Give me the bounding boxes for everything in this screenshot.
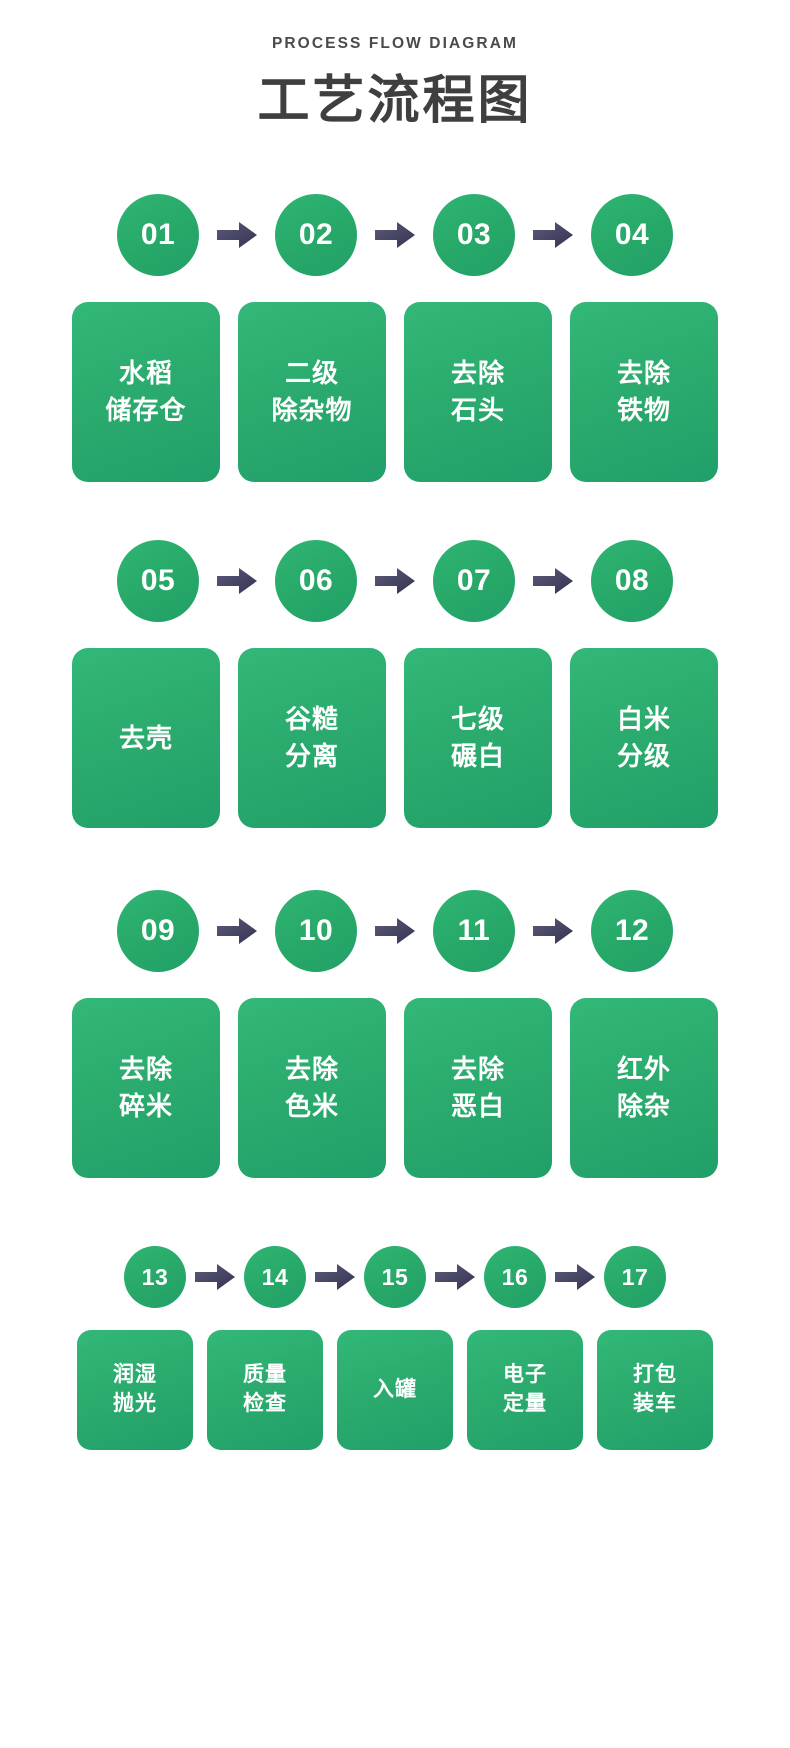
arrow-right-icon [546, 1262, 604, 1292]
stage-card-line: 润湿 [113, 1363, 157, 1387]
stage-card-line: 去除 [616, 358, 671, 389]
arrow-right-icon [306, 1262, 364, 1292]
stage-card[interactable]: 去除色米 [238, 998, 386, 1179]
step-number-badge[interactable]: 13 [124, 1246, 186, 1309]
page-title: 工艺流程图 [257, 71, 533, 130]
stage-card[interactable]: 水稻储存仓 [72, 302, 220, 483]
arrow-right-icon [199, 916, 275, 946]
arrow-right-icon [357, 916, 433, 946]
step-number-badge[interactable]: 07 [433, 540, 515, 623]
step-number-badge[interactable]: 16 [484, 1246, 546, 1309]
stage-card-line: 分级 [616, 741, 671, 772]
stage-card-line: 打包 [633, 1363, 677, 1387]
stage-card[interactable]: 二级除杂物 [238, 302, 386, 483]
stage-card[interactable]: 入罐 [337, 1330, 453, 1451]
stage-card[interactable]: 电子定量 [467, 1330, 583, 1451]
stage-card-line: 去除 [118, 1054, 173, 1085]
stage-card-line: 去壳 [118, 722, 173, 753]
stage-card-line: 去除 [284, 1054, 339, 1085]
stage-card-line: 碎米 [118, 1091, 173, 1122]
stage-card-line: 入罐 [373, 1377, 417, 1401]
step-number-badge[interactable]: 14 [244, 1246, 306, 1309]
stage-card[interactable]: 润湿抛光 [77, 1330, 193, 1451]
stage-card-line: 抛光 [113, 1392, 157, 1416]
stage-card-row-1: 水稻储存仓二级除杂物去除石头去除铁物 [0, 302, 790, 483]
step-number-badge[interactable]: 03 [433, 194, 515, 277]
page-eyebrow: PROCESS FLOW DIAGRAM [271, 35, 519, 52]
step-number-badge[interactable]: 06 [275, 540, 357, 623]
stage-card-row-2: 去壳谷糙分离七级碾白白米分级 [0, 648, 790, 829]
stage-card-line: 除杂物 [271, 395, 353, 426]
step-number-badge[interactable]: 11 [433, 890, 515, 973]
stage-card-line: 恶白 [450, 1091, 505, 1122]
stage-card-line: 红外 [616, 1054, 671, 1085]
arrow-right-icon [199, 566, 275, 596]
stage-card-line: 去除 [450, 1054, 505, 1085]
arrow-right-icon [515, 916, 591, 946]
step-number-badge[interactable]: 12 [591, 890, 673, 973]
stage-card[interactable]: 去壳 [72, 648, 220, 829]
arrow-right-icon [515, 566, 591, 596]
stage-card-line: 储存仓 [105, 395, 187, 426]
stage-card-line: 碾白 [450, 741, 505, 772]
arrow-right-icon [199, 220, 275, 250]
stage-card-line: 铁物 [616, 395, 671, 426]
stage-card-line: 去除 [450, 358, 505, 389]
arrow-right-icon [357, 566, 433, 596]
step-number-badge[interactable]: 01 [117, 194, 199, 277]
step-number-badge[interactable]: 15 [364, 1246, 426, 1309]
step-number-badge[interactable]: 02 [275, 194, 357, 277]
stage-card-line: 色米 [284, 1091, 339, 1122]
stage-card-line: 谷糙 [284, 704, 339, 735]
stage-card[interactable]: 质量检查 [207, 1330, 323, 1451]
stage-card-line: 检查 [243, 1392, 287, 1416]
stage-card-row-4: 润湿抛光质量检查入罐电子定量打包装车 [0, 1330, 790, 1451]
step-number-badge[interactable]: 05 [117, 540, 199, 623]
step-number-badge[interactable]: 08 [591, 540, 673, 623]
step-number-row-2: 05 06 07 08 [0, 540, 790, 623]
stage-card-line: 石头 [450, 395, 505, 426]
stage-card[interactable]: 打包装车 [597, 1330, 713, 1451]
stage-card-row-3: 去除碎米去除色米去除恶白红外除杂 [0, 998, 790, 1179]
stage-card[interactable]: 去除恶白 [404, 998, 552, 1179]
step-number-badge[interactable]: 04 [591, 194, 673, 277]
step-number-badge[interactable]: 17 [604, 1246, 666, 1309]
stage-card[interactable]: 去除石头 [404, 302, 552, 483]
stage-card[interactable]: 七级碾白 [404, 648, 552, 829]
stage-card[interactable]: 谷糙分离 [238, 648, 386, 829]
arrow-right-icon [186, 1262, 244, 1292]
stage-card-line: 电子 [503, 1363, 547, 1387]
stage-card[interactable]: 去除碎米 [72, 998, 220, 1179]
stage-card-line: 装车 [633, 1392, 677, 1416]
stage-card-line: 分离 [284, 741, 339, 772]
stage-card-line: 除杂 [616, 1091, 671, 1122]
step-number-row-1: 01 02 03 04 [0, 194, 790, 277]
stage-card[interactable]: 去除铁物 [570, 302, 718, 483]
arrow-right-icon [515, 220, 591, 250]
arrow-right-icon [357, 220, 433, 250]
stage-card-line: 白米 [616, 704, 671, 735]
stage-card-line: 定量 [503, 1392, 547, 1416]
arrow-right-icon [426, 1262, 484, 1292]
step-number-badge[interactable]: 09 [117, 890, 199, 973]
stage-card-line: 质量 [243, 1363, 287, 1387]
step-number-badge[interactable]: 10 [275, 890, 357, 973]
page-header: PROCESS FLOW DIAGRAM 工艺流程图 [0, 36, 790, 128]
stage-card-line: 二级 [284, 358, 339, 389]
stage-card-line: 水稻 [118, 358, 173, 389]
stage-card-line: 七级 [450, 704, 505, 735]
step-number-row-3: 09 10 11 12 [0, 890, 790, 973]
stage-card[interactable]: 红外除杂 [570, 998, 718, 1179]
stage-card[interactable]: 白米分级 [570, 648, 718, 829]
step-number-row-4: 13 14 15 16 17 [0, 1246, 790, 1309]
